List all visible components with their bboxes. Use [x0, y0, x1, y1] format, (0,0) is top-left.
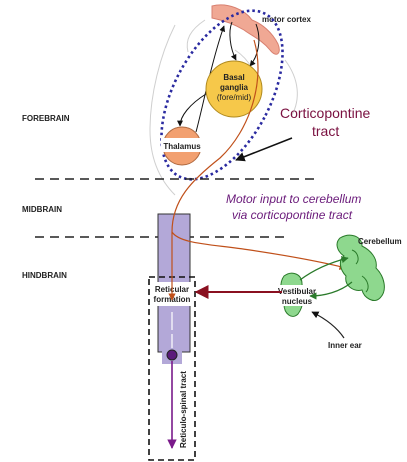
region-label-midbrain: MIDBRAIN — [22, 205, 62, 214]
basal-ganglia-label-2: ganglia — [220, 83, 249, 92]
inner-ear-arrow — [311, 311, 345, 339]
cerebellum-label: Cerebellum — [358, 237, 402, 246]
reticulospinal-label: Reticulo-spinal tract — [179, 371, 188, 448]
reticular-nucleus-dot — [166, 349, 178, 361]
inner-ear-label: Inner ear — [328, 341, 362, 350]
cortical-loop-dotted — [160, 9, 284, 181]
vestibular-label-bg — [276, 285, 318, 306]
basal-ganglia-node — [205, 60, 263, 118]
corticopontine-label-2: tract — [312, 123, 339, 139]
motor-cortex-shape — [211, 4, 280, 55]
corticopontine-pointer-arrow — [235, 137, 293, 162]
vestibular-label-2: nucleus — [282, 297, 313, 306]
corticopontine-label-1: Corticopontine — [280, 105, 370, 121]
vestibular-label-1: Vestibular — [278, 287, 316, 296]
thalamus-label: Thalamus — [163, 142, 201, 151]
motor-input-label-2: via corticopontine tract — [232, 208, 353, 222]
motor-input-tract-path — [171, 231, 347, 270]
basal-ganglia-label-1: Basal — [223, 73, 244, 82]
corticopontine-tract-path — [168, 39, 259, 301]
region-label-hindbrain: HINDBRAIN — [22, 271, 67, 280]
region-label-forebrain: FOREBRAIN — [22, 114, 70, 123]
motor-input-label-1: Motor input to cerebellum — [226, 192, 361, 206]
thalamus-label-bg — [161, 138, 204, 152]
motor-cortex-label: motor cortex — [262, 15, 311, 24]
vestibulocerebellar-arrows — [299, 256, 353, 300]
basal-ganglia-label-3: (fore/mid) — [217, 93, 252, 102]
